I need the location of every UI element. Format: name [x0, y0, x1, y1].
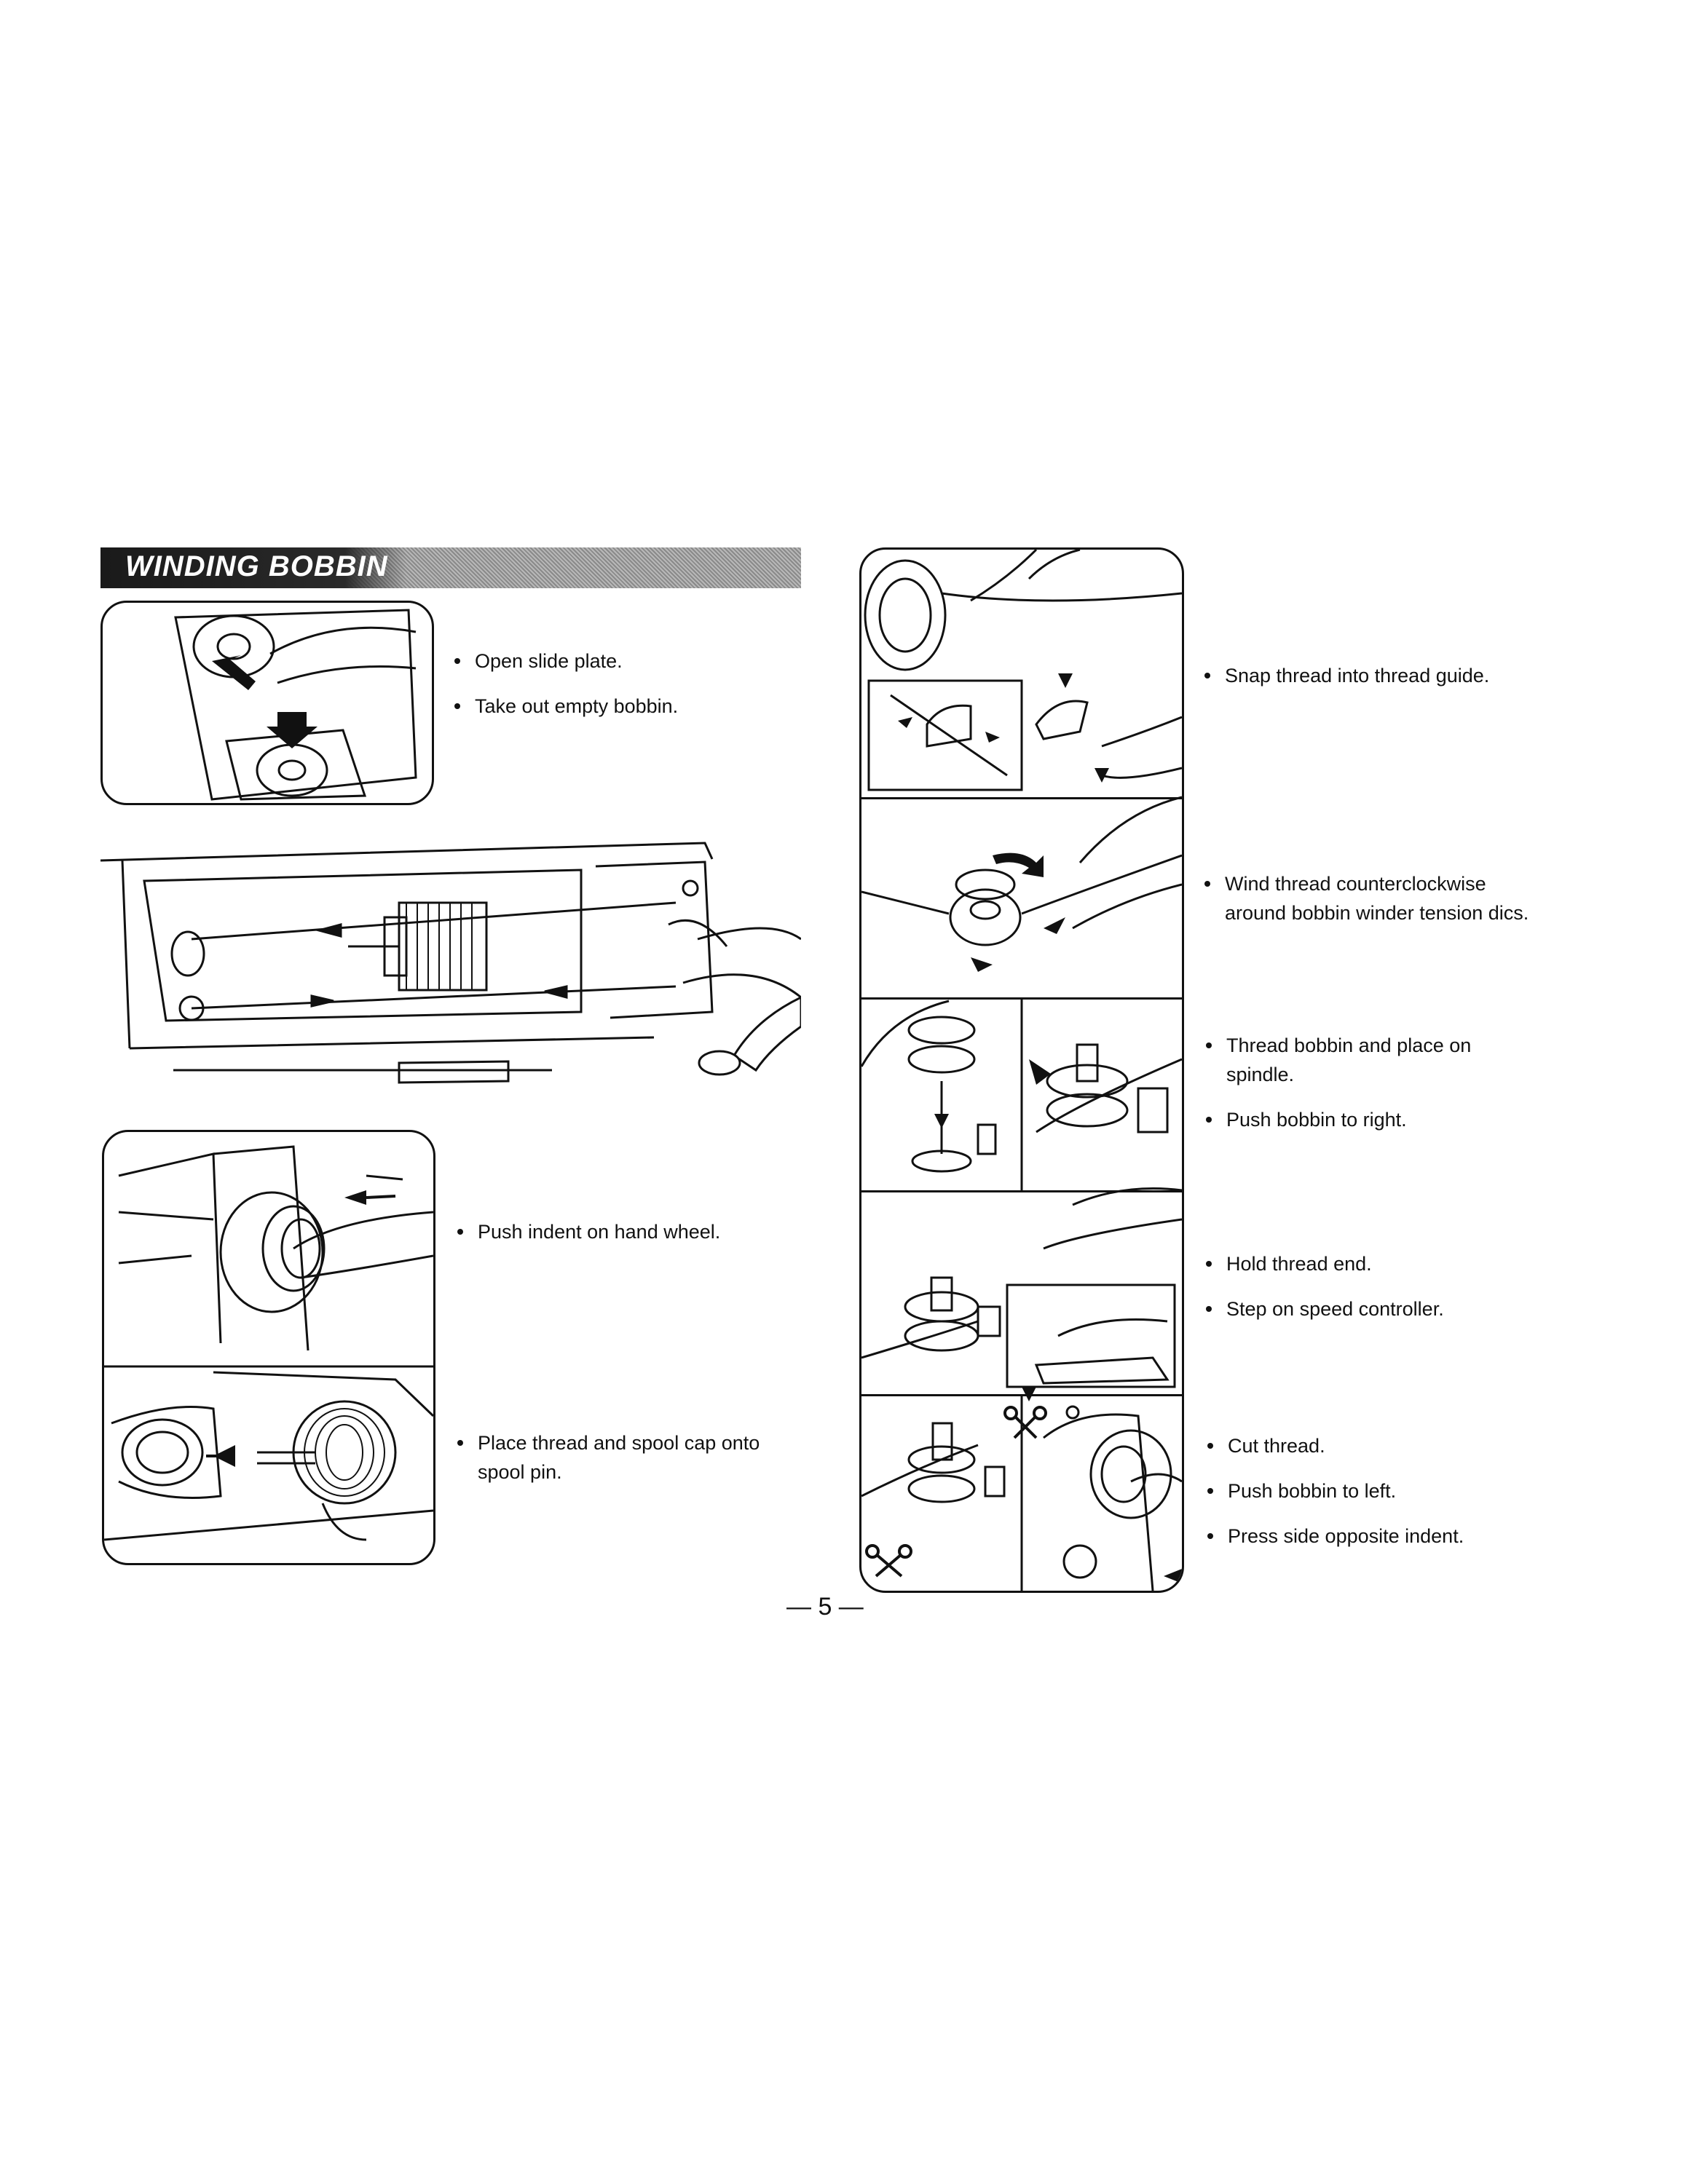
panel-divider [861, 1190, 1182, 1192]
illustration-open-slide-plate [100, 601, 434, 805]
section-banner: WINDING BOBBIN [100, 547, 801, 588]
bullet-item: Hold thread end. [1204, 1249, 1656, 1278]
illustration-hand-wheel-and-spool [102, 1130, 435, 1565]
bullet-item: Push indent on hand wheel. [456, 1217, 791, 1246]
panel-divider [861, 1394, 1182, 1396]
illustration-right-column [859, 547, 1184, 1593]
right-column-drawings [861, 550, 1182, 1591]
step-text-2: Push indent on hand wheel. [456, 1217, 791, 1262]
step-bullets-right-5: Cut thread. Push bobbin to left. Press s… [1206, 1431, 1657, 1551]
bullet-item: Open slide plate. [453, 646, 788, 676]
panel-divider [861, 797, 1182, 799]
bullet-item: Push bobbin to right. [1204, 1105, 1656, 1134]
illustration-thread-path [100, 842, 801, 1084]
slide-plate-drawing [174, 609, 417, 801]
panel-divider [861, 997, 1182, 1000]
bullet-item: Wind thread counterclockwise around bobb… [1203, 869, 1655, 927]
step-text-right-1: Snap thread into thread guide. [1203, 661, 1655, 706]
bullet-item: Press side opposite indent. [1206, 1522, 1657, 1551]
step-text-right-3: Thread bobbin and place on spindle. Push… [1204, 1031, 1656, 1150]
step-bullets-right-2: Wind thread counterclockwise around bobb… [1203, 869, 1655, 927]
step-text-right-5: Cut thread. Push bobbin to left. Press s… [1206, 1431, 1657, 1567]
step-text-3: Place thread and spool cap onto spool pi… [456, 1428, 798, 1503]
bullet-item: Thread bobbin and place on spindle. [1204, 1031, 1656, 1089]
step-text-right-2: Wind thread counterclockwise around bobb… [1203, 869, 1655, 943]
step-bullets-right-1: Snap thread into thread guide. [1203, 661, 1655, 690]
page-number: — 5 — [786, 1593, 864, 1621]
bullet-item: Snap thread into thread guide. [1203, 661, 1655, 690]
bullet-item: Place thread and spool cap onto spool pi… [456, 1428, 798, 1487]
banner-dark-band [100, 547, 406, 588]
step-bullets-1: Open slide plate. Take out empty bobbin. [453, 646, 788, 721]
bullet-item: Step on speed controller. [1204, 1294, 1656, 1324]
section-title: WINDING BOBBIN [125, 550, 388, 582]
step-text-right-4: Hold thread end. Step on speed controlle… [1204, 1249, 1656, 1340]
step-bullets-3: Place thread and spool cap onto spool pi… [456, 1428, 798, 1487]
step-bullets-2: Push indent on hand wheel. [456, 1217, 791, 1246]
bullet-item: Cut thread. [1206, 1431, 1657, 1460]
bullet-item: Push bobbin to left. [1206, 1476, 1657, 1506]
step-bullets-right-3: Thread bobbin and place on spindle. Push… [1204, 1031, 1656, 1134]
step-text-1: Open slide plate. Take out empty bobbin. [453, 646, 788, 737]
step-bullets-right-4: Hold thread end. Step on speed controlle… [1204, 1249, 1656, 1324]
bullet-item: Take out empty bobbin. [453, 692, 788, 721]
hand-wheel-and-spool-drawing [104, 1145, 433, 1541]
